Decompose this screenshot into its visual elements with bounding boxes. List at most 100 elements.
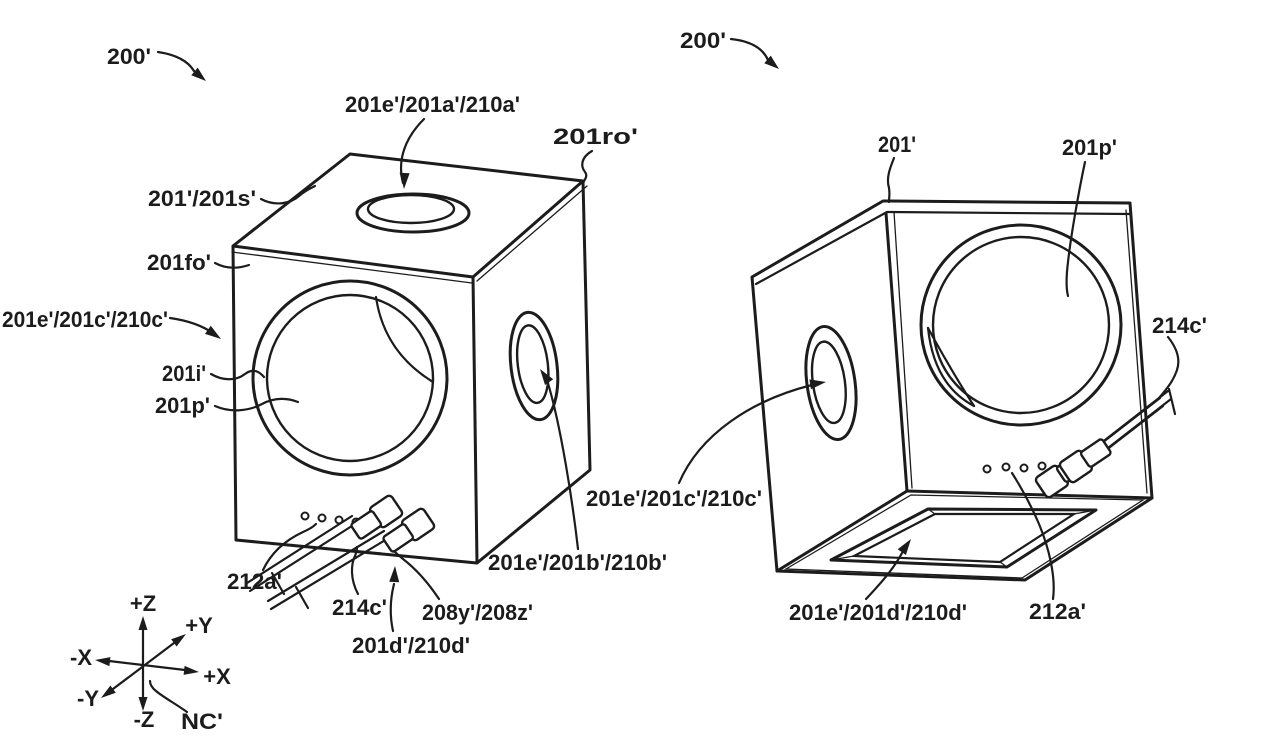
cable-line <box>269 537 389 611</box>
leader-bottom-port <box>389 582 396 633</box>
arrowhead <box>205 325 221 339</box>
left-device-view: 200' 201e'/201a'/210a' 201ro' 201'/201s'… <box>2 44 667 658</box>
label-left-assembly: 200' <box>107 44 151 69</box>
front-port-circle <box>919 223 1123 427</box>
arrowhead <box>809 379 826 390</box>
leader-interior <box>209 369 266 381</box>
label-right-port-surface: 201p' <box>1062 135 1117 160</box>
leader-housing-sidewall <box>259 184 317 205</box>
front-left-vertical-edge <box>884 211 909 493</box>
label-right-bottom-port: 201e'/201d'/210d' <box>789 600 967 625</box>
top-face-right-edge <box>471 179 585 279</box>
recess-bevel-line <box>830 555 855 561</box>
side-port-inner-ring <box>515 324 550 405</box>
leader-indicators <box>261 522 318 572</box>
indicator-dot <box>317 513 327 523</box>
recess-bevel-line <box>1073 509 1097 515</box>
connector-plug <box>350 494 404 540</box>
leader-cable <box>1157 335 1180 400</box>
top-face-front-edge <box>231 244 475 279</box>
label-left-rounded-edge: 201ro' <box>553 124 638 149</box>
axis-label-minus-y: -Y <box>77 686 99 711</box>
axis-label-plus-x: +X <box>203 664 231 689</box>
axis-label-frame: NC' <box>181 709 223 734</box>
minus-z-arrowhead <box>138 697 148 711</box>
leader-front-port <box>677 383 814 485</box>
plus-y-arrowhead <box>171 634 186 647</box>
right-cube <box>750 199 1177 582</box>
cable-break-tick <box>1167 387 1177 416</box>
label-left-port-surface: 201p' <box>155 393 210 418</box>
label-left-front-port: 201e'/201c'/210c' <box>2 307 168 332</box>
bottom-face-inset-line <box>783 494 1146 579</box>
label-left-housing-sidewall: 201'/201s' <box>148 186 256 211</box>
top-port-ring <box>355 192 471 234</box>
arrowhead <box>897 539 911 555</box>
left-leaders <box>156 50 594 633</box>
power-connectors <box>245 494 436 611</box>
plus-z-arrowhead <box>138 616 148 630</box>
indicator-dot <box>1019 463 1029 473</box>
axis-label-minus-x: -X <box>70 645 92 670</box>
indicator-dot <box>1037 461 1047 471</box>
plus-x-arrowhead <box>183 665 199 675</box>
label-left-indicators: 212a' <box>227 569 282 594</box>
right-face-chamfer-line <box>476 185 588 282</box>
arrowhead <box>389 566 400 583</box>
leader-port-surface <box>213 397 300 412</box>
label-right-front-port: 201e'/201c'/210c' <box>586 486 762 511</box>
right-edge-companion <box>1125 209 1148 494</box>
front-port-outer-ring <box>919 223 1123 427</box>
cable-line <box>248 522 357 593</box>
leader-indicators <box>1010 471 1055 601</box>
label-left-cable: 214c' <box>332 595 387 620</box>
front-face-chamfer-line <box>231 251 473 284</box>
axis-label-plus-z: +Z <box>130 591 156 616</box>
leader-connectors <box>392 549 441 601</box>
minus-x-arrowhead <box>95 657 111 667</box>
cube-silhouette <box>231 152 592 565</box>
cable-line <box>1097 397 1173 457</box>
label-right-housing: 201' <box>878 132 916 157</box>
front-port-inner-surface-arc <box>926 326 976 408</box>
y-axis-line <box>111 641 176 691</box>
axis-label-plus-y: +Y <box>185 613 213 638</box>
minus-y-arrowhead <box>101 685 116 698</box>
indicator-dot <box>300 511 310 521</box>
front-port-circle <box>251 279 449 477</box>
bottom-port-recess <box>829 507 1098 569</box>
leader-assembly <box>156 50 196 73</box>
leader-cable <box>350 545 360 596</box>
arrowhead <box>191 67 206 81</box>
label-right-indicators: 212a' <box>1029 599 1086 624</box>
front-port-outer-ring <box>251 279 449 477</box>
side-port-oval <box>508 310 560 422</box>
indicator-dot <box>1001 462 1011 472</box>
connector-plug <box>382 507 436 553</box>
cable-line <box>245 514 354 585</box>
front-right-vertical-edge <box>471 275 479 565</box>
right-device-view: 200' 201' 201p' 214c' 201e'/201c'/210c' … <box>586 28 1207 625</box>
connector-plug <box>1058 438 1112 484</box>
label-right-assembly: 200' <box>680 28 726 53</box>
leader-port-surface <box>1065 160 1087 298</box>
power-connectors <box>1034 387 1177 499</box>
leader-side-port <box>545 378 580 551</box>
label-right-cable: 214c' <box>1152 313 1207 338</box>
label-left-front-outer: 201fo' <box>147 250 211 275</box>
bottom-left-face-edge <box>775 489 909 573</box>
axis-label-minus-z: -Z <box>134 707 155 732</box>
x-axis-line <box>107 659 187 672</box>
label-left-top-port: 201e'/201a'/210a' <box>345 92 520 117</box>
side-port-outer-ring <box>508 310 560 422</box>
leader-bottom-port <box>864 551 904 601</box>
leader-rounded-edge <box>581 149 594 185</box>
cable-line <box>1094 389 1170 449</box>
cable-line <box>266 529 386 603</box>
front-left-edge-companion <box>893 211 913 489</box>
arrowhead <box>540 369 554 385</box>
indicator-dot <box>982 464 992 474</box>
front-port-inner-ring <box>931 235 1111 415</box>
